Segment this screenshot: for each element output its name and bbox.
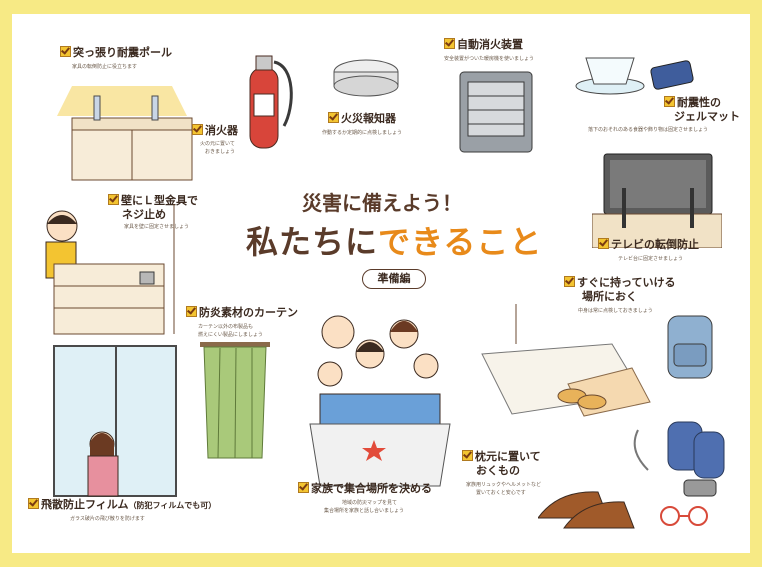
- auto-fire-desc: 安全装置がついた暖房機を使いましょう: [444, 56, 535, 62]
- curtain-desc2: 燃えにくい製品にしましょう: [198, 332, 263, 338]
- tv-on-stand-illustration: [592, 153, 722, 248]
- curtain-title: 防炎素材のカーテン: [199, 306, 298, 319]
- pillow-title2: おくもの: [476, 464, 520, 477]
- pillow-label: 枕元に置いて: [462, 450, 541, 464]
- emergency-bag-label: すぐに持っていける: [564, 276, 675, 290]
- gel-mat-label: 耐震性の: [664, 96, 721, 110]
- extinguisher-title: 消火器: [205, 124, 238, 137]
- curtain-desc1: カーテン以外の布製品も: [198, 324, 254, 330]
- family-with-map-illustration: [309, 315, 451, 487]
- family-desc2: 集合場所を家族と話し合いましょう: [324, 508, 405, 514]
- title-line2-part2: できること: [378, 223, 543, 261]
- check-icon: [328, 112, 339, 123]
- cabinet-with-pole-illustration: [57, 86, 193, 181]
- emergency-bag-title2: 場所におく: [582, 290, 637, 303]
- tv-title: テレビの転倒防止: [611, 238, 699, 251]
- badge-preparation: 準備編: [362, 269, 426, 289]
- pillow-title1: 枕元に置いて: [475, 450, 541, 463]
- extinguisher-desc2: おきましょう: [205, 149, 236, 155]
- check-icon: [444, 38, 455, 49]
- l-bracket-title2: ネジ止め: [122, 208, 166, 221]
- extinguisher-label: 消火器: [192, 124, 238, 138]
- family-label: 家族で集合場所を決める: [298, 482, 432, 496]
- title-line2-part1: 私たちに: [246, 223, 379, 261]
- check-icon: [192, 124, 203, 135]
- l-bracket-title1: 壁にＬ型金具で: [121, 194, 198, 207]
- smoke-alarm-title: 火災報知器: [341, 112, 396, 125]
- pole-label: 突っ張り耐震ポール: [60, 46, 172, 60]
- heater-icon: [459, 71, 533, 153]
- auto-fire-title: 自動消火装置: [457, 38, 523, 51]
- gel-mat-desc: 落下のおそれのある食器や飾り物は固定させましょう: [588, 127, 709, 133]
- check-icon: [298, 482, 309, 493]
- extinguisher-desc1: 火の元に置いて: [200, 141, 235, 147]
- poster-panel: 災害に備えよう！ 私たちにできること 準備編 突っ張り耐震ポール 家具の転倒防止…: [12, 14, 750, 553]
- l-bracket-desc: 家具を壁に固定させましょう: [124, 224, 190, 230]
- check-icon: [186, 306, 197, 317]
- smoke-alarm-desc: 作動するか定期的に点検しましょう: [322, 130, 403, 136]
- title-line1: 災害に備えよう！: [302, 191, 462, 215]
- title-line2: 私たちにできること: [246, 217, 542, 263]
- check-icon: [564, 276, 575, 287]
- auto-fire-label: 自動消火装置: [444, 38, 523, 52]
- check-icon: [462, 450, 473, 461]
- check-icon: [664, 96, 675, 107]
- pole-title: 突っ張り耐震ポール: [73, 46, 172, 59]
- l-bracket-label: 壁にＬ型金具で: [108, 194, 198, 208]
- emergency-bag-title1: すぐに持っていける: [577, 276, 676, 289]
- backpack-icon: [667, 315, 713, 379]
- film-label: 飛散防止フィルム（防犯フィルムでも可）: [28, 498, 216, 513]
- fire-extinguisher-icon: [249, 55, 293, 149]
- person-fixing-bracket-illustration: [45, 204, 175, 335]
- curtain-illustration: [200, 342, 270, 459]
- family-desc1: 地域の防災マップを見て: [342, 500, 398, 506]
- family-title: 家族で集合場所を決める: [311, 482, 432, 495]
- pole-desc: 家具の転倒防止に役立ちます: [72, 64, 138, 70]
- check-icon: [108, 194, 119, 205]
- tv-desc: テレビ台に固定させましょう: [618, 256, 684, 262]
- tv-label: テレビの転倒防止: [598, 238, 699, 252]
- entrance-with-slippers-illustration: [481, 304, 651, 417]
- film-title: 飛散防止フィルム: [41, 498, 129, 511]
- cup-and-gel-mat-illustration: [575, 57, 694, 95]
- check-icon: [60, 46, 71, 57]
- pillow-desc2: 置いておくと安心です: [476, 490, 526, 496]
- film-note: （防犯フィルムでも可）: [128, 501, 217, 510]
- window-film-illustration: [53, 345, 177, 497]
- emergency-bag-desc: 中身は常に点検しておきましょう: [578, 308, 653, 314]
- pillow-desc1: 家族用リュックやヘルメットなど: [466, 482, 542, 488]
- shoes-gloves-glasses-illustration: [538, 421, 725, 529]
- gel-mat-title2: ジェルマット: [674, 110, 740, 123]
- check-icon: [28, 498, 39, 509]
- film-desc: ガラス破片の飛び散りを防げます: [70, 516, 145, 522]
- curtain-label: 防炎素材のカーテン: [186, 306, 298, 320]
- smoke-alarm-label: 火災報知器: [328, 112, 396, 126]
- smoke-alarm-icon: [333, 59, 399, 97]
- check-icon: [598, 238, 609, 249]
- gel-mat-title1: 耐震性の: [677, 96, 721, 109]
